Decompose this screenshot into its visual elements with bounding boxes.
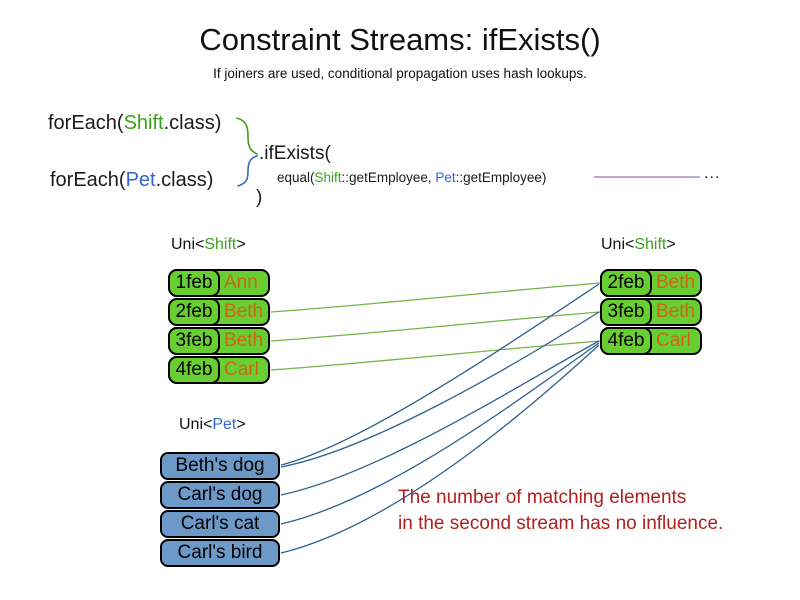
shift-row-2feb-beth: 2feb Beth bbox=[168, 298, 270, 326]
shift-row-4feb-carl: 4feb Carl bbox=[168, 356, 270, 384]
pet-type-token: Pet bbox=[212, 416, 237, 433]
shift-employee-name: Beth bbox=[224, 301, 264, 322]
code-text: equal( bbox=[277, 170, 315, 185]
label-text: > bbox=[666, 236, 676, 253]
shift-employee-name: Ann bbox=[224, 272, 258, 293]
code-foreach-pet: forEach(Pet.class) bbox=[50, 169, 213, 192]
link-carls-bird-to-right-4feb bbox=[280, 344, 600, 554]
shift-date-cell: 3feb bbox=[168, 327, 220, 355]
pet-class-token: Pet bbox=[125, 169, 156, 191]
shift-row-4feb-carl: 4feb Carl bbox=[600, 327, 702, 355]
shift-employee-name: Beth bbox=[224, 330, 264, 351]
annotation-note: The number of matching elements in the s… bbox=[398, 485, 723, 537]
link-left-4feb-to-right-4feb bbox=[270, 340, 601, 371]
shift-employee-name: Beth bbox=[656, 272, 696, 293]
shift-date-cell: 4feb bbox=[168, 356, 220, 384]
label-text: > bbox=[236, 416, 246, 433]
shift-row-1feb-ann: 1feb Ann bbox=[168, 269, 270, 297]
shift-date-cell: 1feb bbox=[168, 269, 220, 297]
shift-date-cell: 2feb bbox=[600, 269, 652, 297]
link-beths-dog-to-right-2feb bbox=[280, 283, 600, 466]
pet-list: Beth's dog Carl's dog Carl's cat Carl's … bbox=[160, 452, 280, 568]
pet-box-beths-dog: Beth's dog bbox=[160, 452, 280, 480]
code-equal-joiner: equal(Shift::getEmployee, Pet::getEmploy… bbox=[277, 170, 546, 185]
subtitle: If joiners are used, conditional propaga… bbox=[213, 66, 587, 81]
code-foreach-shift: forEach(Shift.class) bbox=[48, 112, 221, 135]
shift-employee-name: Carl bbox=[656, 330, 691, 351]
shift-date-cell: 2feb bbox=[168, 298, 220, 326]
pet-class-token: Pet bbox=[435, 170, 456, 185]
annotation-line-2: in the second stream has no influence. bbox=[398, 513, 724, 534]
right-shift-table-label: Uni<Shift> bbox=[601, 236, 676, 254]
link-left-2feb-to-right-2feb bbox=[270, 282, 601, 313]
code-text: ::getEmployee) bbox=[455, 170, 547, 185]
pet-list-label: Uni<Pet> bbox=[179, 416, 246, 434]
code-text: .class) bbox=[163, 112, 222, 134]
brace-bottom-blue bbox=[237, 155, 258, 187]
link-carls-dog-to-right-4feb bbox=[280, 340, 600, 496]
link-beths-dog-to-right-3feb bbox=[280, 311, 600, 468]
label-text: Uni< bbox=[171, 236, 205, 253]
right-shift-table: 2feb Beth 3feb Beth 4feb Carl bbox=[600, 269, 702, 356]
code-text: forEach( bbox=[50, 169, 126, 191]
shift-row-2feb-beth: 2feb Beth bbox=[600, 269, 702, 297]
link-left-3feb-to-right-3feb bbox=[270, 311, 601, 342]
shift-employee-name: Beth bbox=[656, 301, 696, 322]
left-shift-table: 1feb Ann 2feb Beth 3feb Beth 4feb Carl bbox=[168, 269, 270, 385]
code-ifexists: .ifExists( bbox=[259, 143, 331, 164]
shift-class-token: Shift bbox=[314, 170, 342, 185]
brace-top-green bbox=[236, 117, 258, 155]
link-carls-cat-to-right-4feb bbox=[280, 342, 600, 525]
annotation-line-1: The number of matching elements bbox=[398, 487, 687, 508]
shift-date-cell: 4feb bbox=[600, 327, 652, 355]
pet-box-carls-cat: Carl's cat bbox=[160, 510, 280, 538]
shift-row-3feb-beth: 3feb Beth bbox=[168, 327, 270, 355]
shift-class-token: Shift bbox=[123, 112, 164, 134]
left-shift-table-label: Uni<Shift> bbox=[171, 236, 246, 254]
shift-date-cell: 3feb bbox=[600, 298, 652, 326]
code-text: ::getEmployee, bbox=[341, 170, 436, 185]
pet-box-carls-bird: Carl's bird bbox=[160, 539, 280, 567]
label-text: > bbox=[236, 236, 246, 253]
label-text: Uni< bbox=[179, 416, 213, 433]
shift-employee-name: Carl bbox=[224, 359, 259, 380]
code-text: .class) bbox=[155, 169, 214, 191]
shift-row-3feb-beth: 3feb Beth bbox=[600, 298, 702, 326]
shift-type-token: Shift bbox=[204, 236, 237, 253]
pet-box-carls-dog: Carl's dog bbox=[160, 481, 280, 509]
page-title: Constraint Streams: ifExists() bbox=[199, 22, 601, 57]
label-text: Uni< bbox=[601, 236, 635, 253]
code-close-paren: ) bbox=[256, 187, 263, 208]
code-ellipsis: ... bbox=[704, 165, 721, 182]
code-text: forEach( bbox=[48, 112, 124, 134]
shift-type-token: Shift bbox=[634, 236, 667, 253]
